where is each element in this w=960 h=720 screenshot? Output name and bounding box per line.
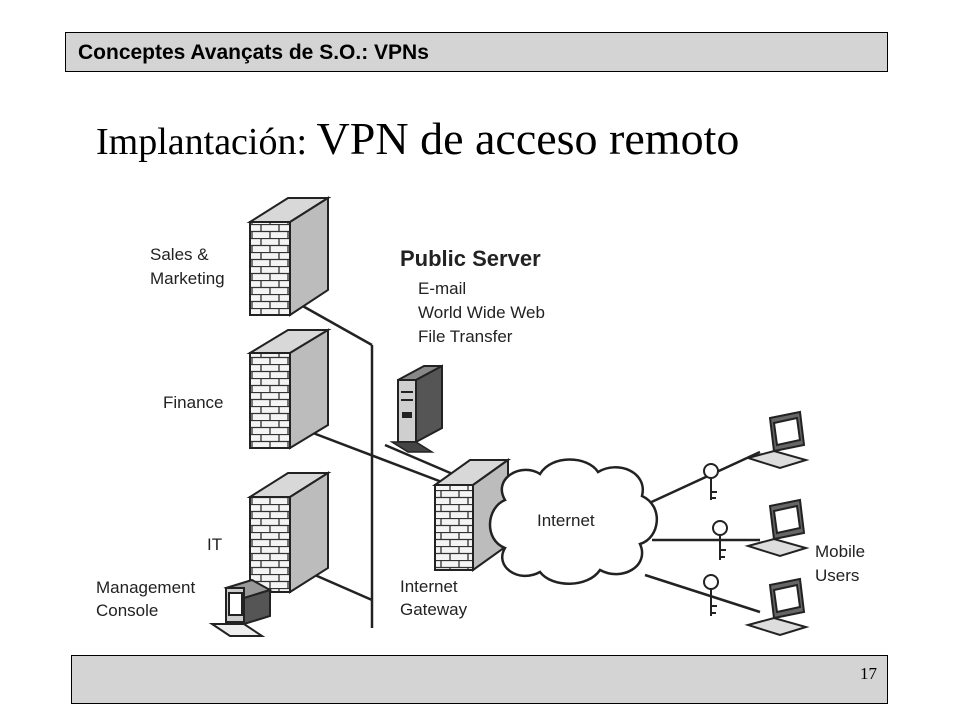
slide-title-main: VPN de acceso remoto	[316, 113, 740, 164]
firewall-sales-icon	[246, 196, 332, 317]
service-item: File Transfer	[418, 327, 513, 346]
label-gateway-2: Gateway	[400, 600, 468, 619]
label-mobile-1: Mobile	[815, 542, 865, 561]
footer-bar: 17	[71, 655, 888, 704]
slide-title: Implantación: VPN de acceso remoto	[96, 112, 739, 165]
label-finance: Finance	[163, 393, 223, 412]
label-console-1: Management	[96, 578, 196, 597]
console-computer-icon	[208, 578, 273, 637]
laptop-icon-3	[744, 577, 810, 637]
label-it: IT	[207, 535, 222, 554]
label-sales-1: Sales &	[150, 245, 209, 264]
key-icon-1	[703, 463, 719, 500]
label-gateway-1: Internet	[400, 577, 458, 596]
header-bar: Conceptes Avançats de S.O.: VPNs	[65, 32, 888, 72]
firewall-it-icon	[246, 471, 332, 594]
service-item: E-mail	[418, 279, 466, 298]
finance-link	[291, 423, 456, 489]
key-icon-2	[712, 520, 728, 560]
laptop-icon-2	[744, 498, 810, 558]
public-server-title: Public Server	[400, 246, 541, 271]
server-icon	[389, 364, 443, 453]
mobile-link-1	[644, 450, 761, 507]
connection-lines	[291, 298, 761, 628]
page-number: 17	[860, 664, 877, 683]
firewall-finance-icon	[246, 328, 332, 450]
server-link	[384, 443, 456, 477]
label-console-2: Console	[96, 601, 158, 620]
label-mobile-2: Users	[815, 566, 859, 585]
key-icon-3	[703, 574, 719, 616]
gateway-firewall-icon	[431, 458, 512, 572]
mobile-link-3	[644, 573, 761, 614]
sales-link	[291, 298, 373, 347]
header-title: Conceptes Avançats de S.O.: VPNs	[78, 41, 429, 64]
service-item: World Wide Web	[418, 303, 545, 322]
slide-title-prefix: Implantación:	[96, 121, 317, 163]
label-internet: Internet	[537, 511, 595, 530]
internet-cloud-icon	[488, 458, 659, 585]
label-sales-2: Marketing	[150, 269, 225, 288]
laptop-icon-1	[744, 410, 810, 470]
